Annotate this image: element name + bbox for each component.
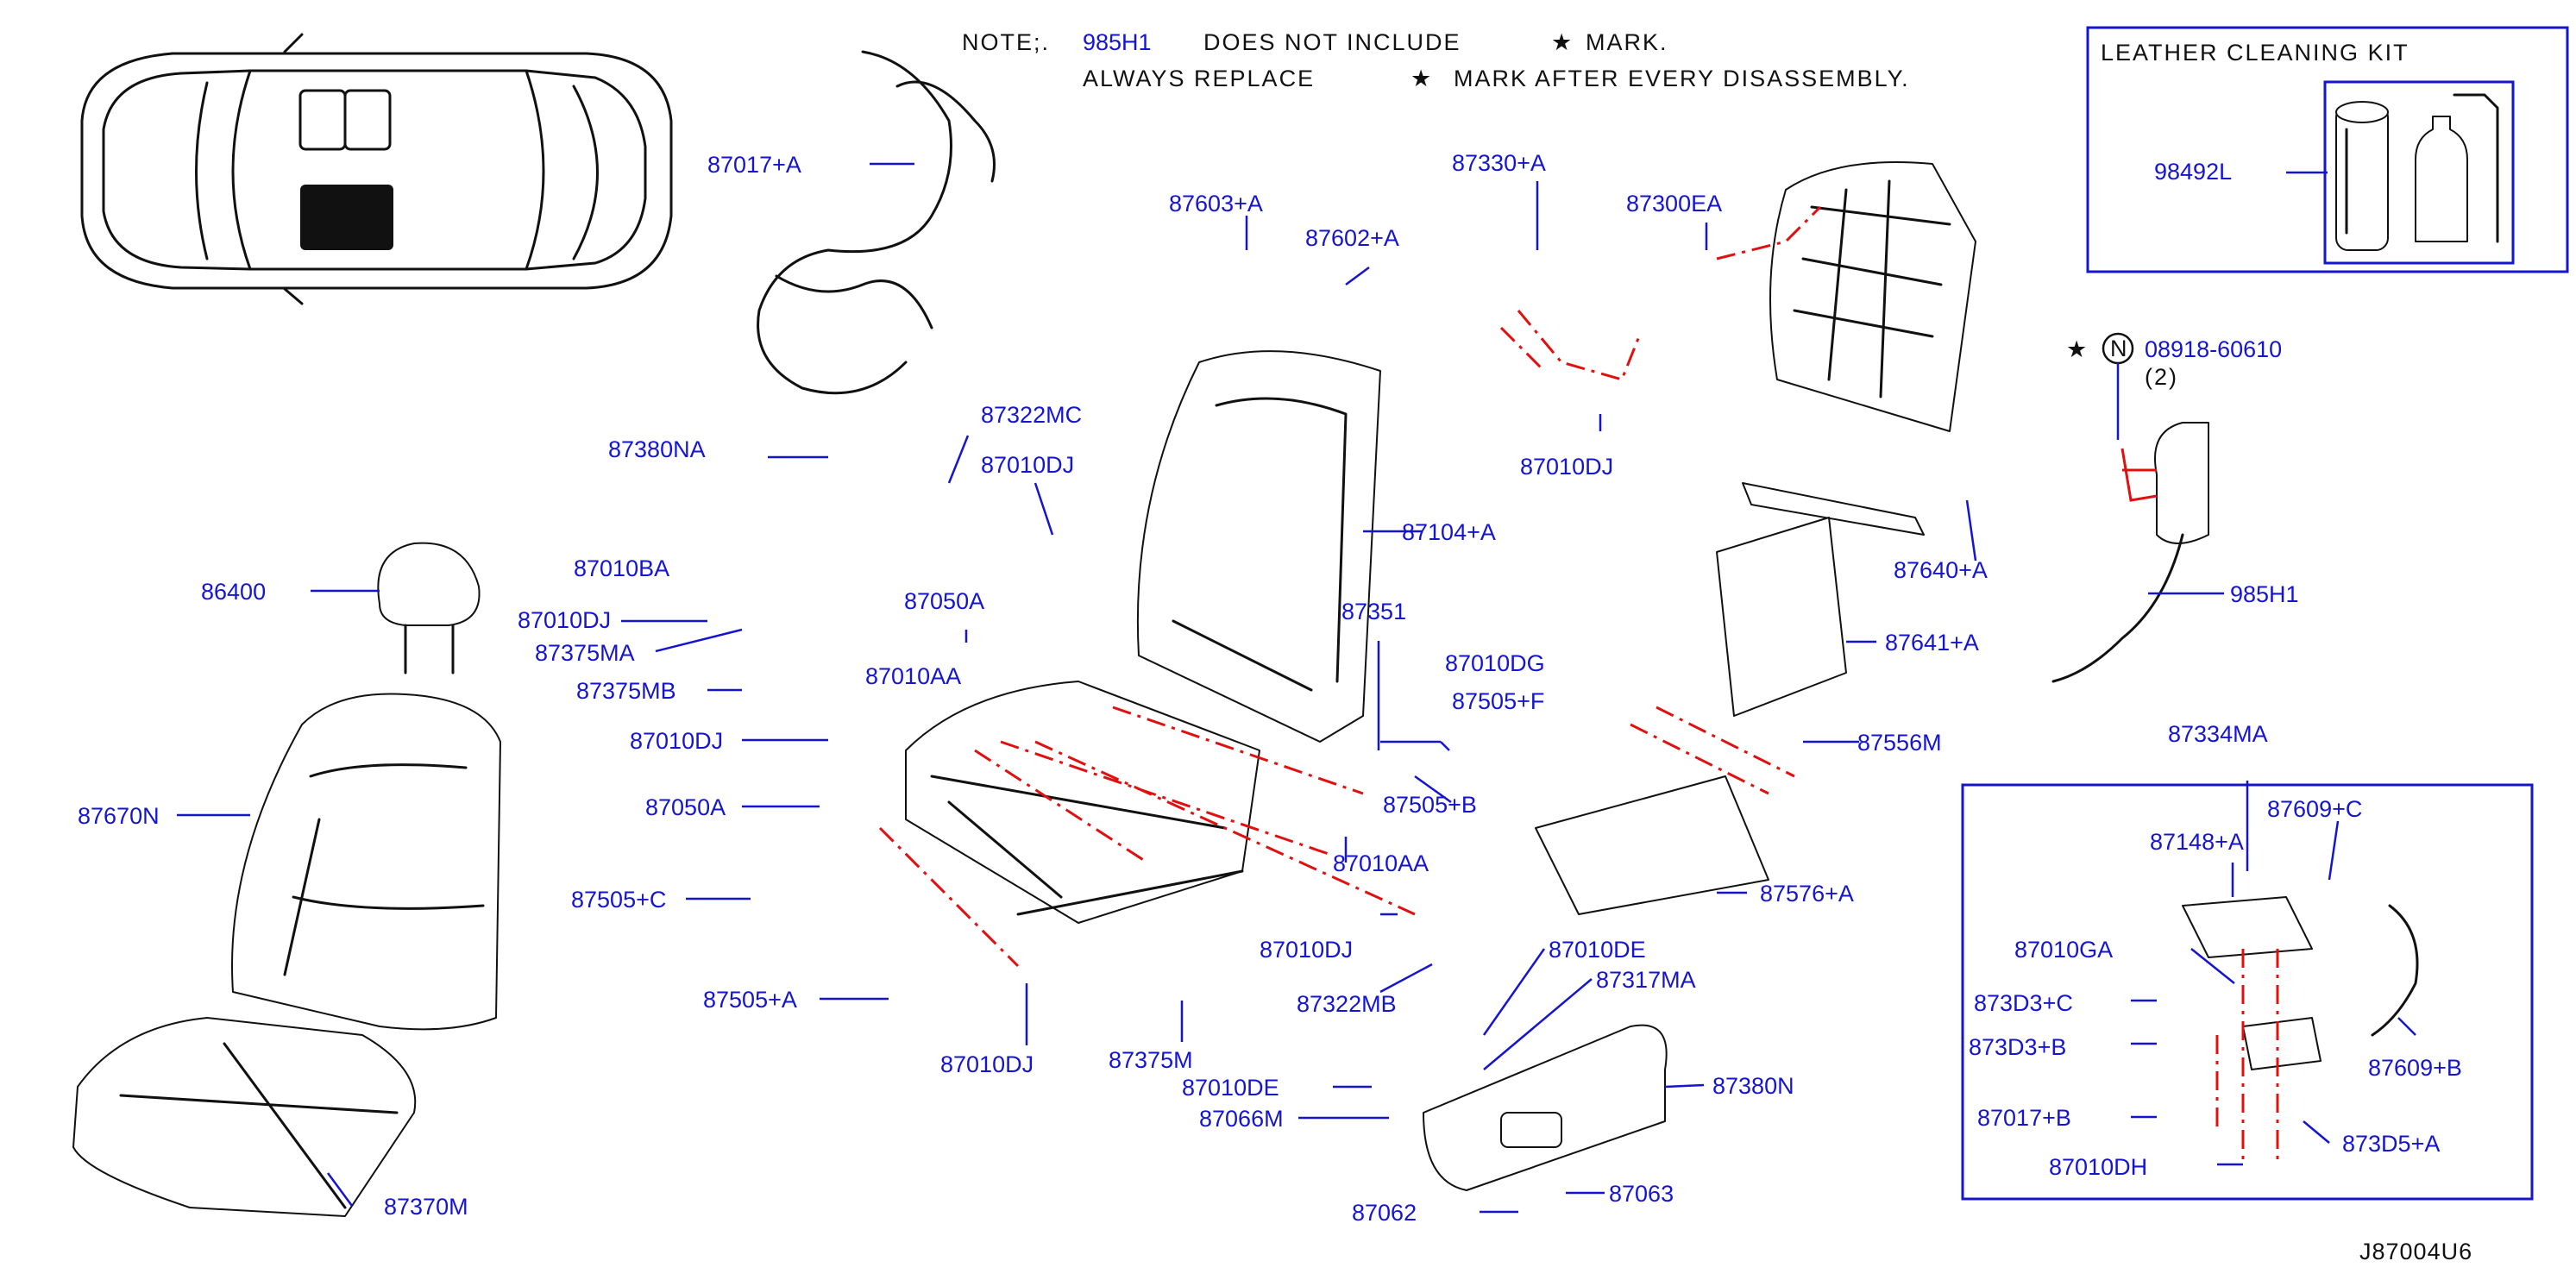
seatback-mesh-shape [1769,161,1976,432]
part-label: 87609+C [2267,796,2362,822]
cleaner-can-icon [2335,101,2389,251]
part-label: 87380N [1712,1073,1794,1099]
bolt-part-number: 08918-60610 [2145,336,2282,362]
part-label: 87010AA [865,663,961,689]
part-label: 87010DG [1445,650,1545,676]
part-label: 87148+A [2150,829,2244,855]
part-label: 87062 [1352,1200,1417,1226]
part-label: 87066M [1199,1106,1284,1132]
cushion-cover-shape [72,1017,417,1217]
part-label: 985H1 [2230,581,2299,607]
star-icon: ★ [1411,66,1433,91]
vehicle-top-view-icon [80,33,673,305]
part-label: 87010DJ [981,452,1074,478]
part-label: 87322MC [981,402,1082,428]
circle-n-letter: N [2110,336,2129,361]
headrest-shape [377,542,481,626]
leather-cleaning-kit-box: LEATHER CLEANING KIT 98492L [2086,26,2569,273]
cushion-spring-shape [1535,775,1769,915]
part-label: 87010DJ [1260,937,1353,963]
part-label: 87603+A [1169,191,1263,216]
part-label: 87330+A [1452,150,1546,176]
note-line2-text: ALWAYS REPLACE [1083,66,1315,91]
part-label: 87010DJ [940,1051,1034,1077]
part-label: 87602+A [1305,225,1399,251]
part-label: 87641+A [1885,630,1979,656]
part-labels: 87017+A 87603+A 87602+A 87330+A 87300EA … [78,150,2462,1226]
note-block: NOTE;. 985H1 DOES NOT INCLUDE ★ MARK. AL… [962,29,1910,91]
part-label: 87017+A [707,152,801,178]
part-label: 87670N [78,803,160,829]
bolt-spec: ★ N 08918-60610 (2) [2066,332,2282,440]
seatback-cover-shape [231,693,501,1031]
part-label: 87505+F [1452,688,1544,714]
leader-lines [177,162,2416,1214]
part-label: 87505+C [571,887,666,913]
note-prefix: NOTE;. [962,29,1050,55]
part-label: 87351 [1341,599,1406,624]
part-label: 87050A [645,794,726,820]
part-label: 87010AA [1333,850,1429,876]
part-label: 87380NA [608,436,706,462]
part-label: 87010DE [1182,1075,1279,1101]
lumbar-support-shape [1716,517,1847,717]
star-icon: ★ [2066,336,2089,362]
part-label: 87010GA [2014,937,2113,963]
part-label: 87375M [1109,1047,1193,1073]
side-cover-shape [1423,1024,1668,1191]
part-label: 87505+A [703,987,797,1013]
part-label: 87104+A [1402,519,1496,545]
part-label: 87010DJ [630,728,723,754]
part-label: 873D5+A [2342,1131,2440,1157]
part-label: 87010DJ [518,607,611,633]
seatback-frame-shape [1136,350,1381,743]
part-label: 87010BA [574,555,669,581]
airbag-module-shape [2154,422,2209,544]
part-label: 87010DE [1549,937,1646,963]
part-label: 87556M [1857,730,1942,756]
note-part-code: 985H1 [1083,29,1152,55]
part-label: 87063 [1609,1181,1674,1207]
part-label: 87050A [904,588,984,614]
subassembly-label: 87334MA [2168,721,2268,747]
kit-part-number: 98492L [2154,159,2232,185]
part-label: 87300EA [1626,191,1722,216]
part-label: 87375MB [576,678,676,704]
part-label: 87505+B [1383,792,1477,818]
part-label: 87017+B [1977,1105,2071,1131]
bolt-quantity: (2) [2145,364,2178,390]
part-label: 87370M [384,1194,468,1220]
cleaner-bottle-icon [2415,93,2499,243]
part-label: 873D3+C [1974,990,2073,1016]
parts-line-art [72,50,2534,1217]
seat-area-highlight [300,185,393,250]
part-label: 86400 [201,579,266,605]
wire-harness-shape [757,50,952,395]
note-line1-mark: MARK. [1586,29,1668,55]
star-icon: ★ [1551,29,1574,55]
part-label: 87576+A [1760,881,1854,907]
part-label: 87010DH [2049,1154,2147,1180]
drawing-code: J87004U6 [2359,1239,2472,1264]
part-label: 87322MB [1297,991,1397,1017]
part-label: 87640+A [1894,557,1988,583]
part-label: 87010DJ [1520,454,1613,480]
part-label: 873D3+B [1969,1034,2066,1060]
note-line1-text: DOES NOT INCLUDE [1203,29,1461,55]
part-label: 87375MA [535,640,635,666]
kit-title: LEATHER CLEANING KIT [2101,40,2410,66]
part-label: 87317MA [1596,967,1696,993]
note-line2-mark: MARK AFTER EVERY DISASSEMBLY. [1454,66,1910,91]
part-label: 87609+B [2368,1055,2462,1081]
